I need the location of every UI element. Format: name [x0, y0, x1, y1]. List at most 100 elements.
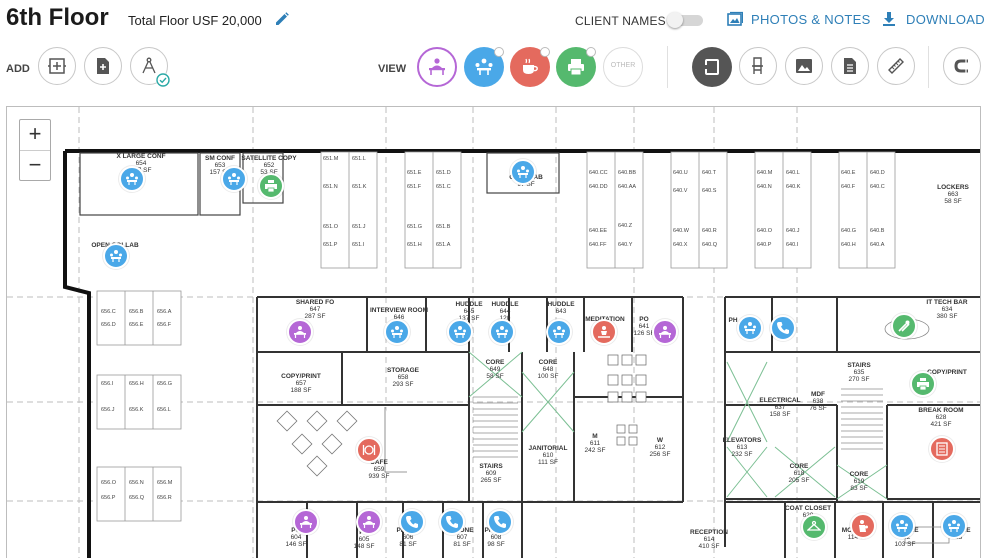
room-618[interactable]: CORE 618 205 SF [781, 463, 817, 484]
download-icon[interactable] [881, 11, 897, 27]
room-645[interactable]: HUDDLE 645 137 SF [449, 301, 489, 322]
room-sf: 81 SF [399, 541, 417, 548]
meeting-table-icon [553, 326, 565, 338]
meeting-pin[interactable] [221, 166, 247, 192]
room-643[interactable]: HUDDLE 643 [543, 301, 579, 315]
view-support-button[interactable] [556, 47, 596, 87]
image-view-button[interactable] [785, 47, 823, 85]
room-610[interactable]: JANITORIAL 610 111 SF [525, 445, 571, 466]
desk-label: 651.L [352, 156, 366, 162]
room-611[interactable]: M 611 242 SF [581, 433, 609, 454]
room-sf: 270 SF [848, 376, 870, 383]
meeting-table-icon [475, 58, 493, 75]
notes-view-button[interactable] [831, 47, 869, 85]
room-633[interactable]: COPY/PRINT [921, 369, 973, 376]
workspace-pin[interactable] [356, 509, 382, 535]
room-647[interactable]: SHARED FO 647 287 SF [285, 299, 345, 320]
room-607[interactable]: PHONE 607 81 SF [445, 527, 479, 548]
room-653[interactable]: SM CONF 653 157 SF [198, 155, 242, 176]
view-other-button[interactable]: OTHER [603, 47, 643, 87]
room-612[interactable]: W 612 256 SF [645, 437, 675, 458]
room-phone-right[interactable]: PH [725, 317, 741, 324]
room-628[interactable]: BREAK ROOM 628 421 SF [915, 407, 967, 428]
room-sf: 137 SF [458, 315, 480, 322]
phone-pin[interactable] [487, 509, 513, 535]
desk-label: 640.T [702, 170, 717, 176]
meeting-pin[interactable] [447, 319, 473, 345]
add-room-button[interactable] [38, 47, 76, 85]
room-635[interactable]: STAIRS 635 270 SF [837, 362, 881, 383]
room-609[interactable]: STAIRS 609 265 SF [469, 463, 513, 484]
snap-button[interactable] [943, 47, 981, 85]
workspace-pin[interactable] [652, 319, 678, 345]
photos-notes-link[interactable]: PHOTOS & NOTES [751, 12, 871, 27]
cafe-pin[interactable] [356, 437, 382, 463]
coat-closet-pin[interactable] [801, 514, 827, 540]
meeting-pin[interactable] [941, 513, 967, 539]
room-number: 654 [135, 160, 147, 167]
download-link[interactable]: DOWNLOAD [906, 12, 985, 27]
room-658[interactable]: STORAGE 658 293 SF [379, 367, 427, 388]
room-644[interactable]: HUDDLE 644 120 [487, 301, 523, 322]
zoom-out-button[interactable]: − [20, 150, 50, 180]
room-613[interactable]: ELEVATORS 613 232 SF [719, 437, 765, 458]
meeting-pin[interactable] [489, 319, 515, 345]
meeting-pin[interactable] [510, 159, 536, 185]
check-badge [156, 73, 170, 87]
add-document-button[interactable] [84, 47, 122, 85]
workspace-pin[interactable] [287, 319, 313, 345]
copy-pin[interactable] [258, 173, 284, 199]
view-meeting-button[interactable] [464, 47, 504, 87]
room-sf: 939 SF [368, 473, 390, 480]
photos-icon[interactable] [727, 11, 743, 27]
client-names-toggle[interactable] [667, 12, 705, 28]
meeting-pin[interactable] [384, 319, 410, 345]
phone-pin[interactable] [439, 509, 465, 535]
zoom-in-button[interactable]: + [28, 121, 42, 146]
meeting-table-icon [110, 250, 122, 262]
toggle-knob [667, 12, 683, 28]
room-outline-icon [704, 59, 719, 75]
room-641[interactable]: PO 641 126 SF [633, 316, 655, 337]
room-638[interactable]: MDF 638 76 SF [805, 391, 831, 412]
room-646[interactable]: INTERVIEW ROOM 646 [369, 307, 429, 321]
view-workspace-button[interactable] [417, 47, 457, 87]
room-619[interactable]: CORE 619 83 SF [841, 471, 877, 492]
measure-button[interactable] [877, 47, 915, 85]
meeting-pin[interactable] [546, 319, 572, 345]
workspace-pin[interactable] [293, 509, 319, 535]
meeting-pin[interactable] [889, 513, 915, 539]
desk-label: 656.P [101, 495, 116, 501]
room-659[interactable]: CAFE 659 939 SF [360, 459, 398, 480]
break-room-pin[interactable] [929, 436, 955, 462]
room-614[interactable]: RECEPTION 614 410 SF [685, 529, 733, 550]
room-number: 612 [654, 444, 666, 451]
room-sf: 98 SF [487, 541, 505, 548]
pencil-icon[interactable] [274, 11, 290, 27]
room-name: INTERVIEW ROOM [369, 307, 429, 314]
view-amenity-button[interactable] [510, 47, 550, 87]
meditation-pin[interactable] [591, 319, 617, 345]
room-649[interactable]: CORE 649 58 SF [475, 359, 515, 380]
desk-label: 656.R [157, 495, 172, 501]
room-663[interactable]: LOCKERS 663 58 SF [929, 184, 977, 205]
room-652[interactable]: SATELLITE COPY 652 53 SF [237, 155, 301, 176]
meeting-pin[interactable] [119, 166, 145, 192]
walls-view-button[interactable] [692, 47, 732, 87]
meeting-pin[interactable] [737, 315, 763, 341]
room-648[interactable]: CORE 648 100 SF [528, 359, 568, 380]
add-drafting-button[interactable] [130, 47, 170, 87]
desk-label: 656.D [101, 322, 116, 328]
mothers-room-pin[interactable] [850, 513, 876, 539]
room-637[interactable]: ELECTRICAL 637 158 SF [755, 397, 805, 418]
room-634[interactable]: IT TECH BAR 634 380 SF [923, 299, 971, 320]
phone-pin[interactable] [770, 315, 796, 341]
meeting-pin[interactable] [103, 243, 129, 269]
room-657[interactable]: COPY/PRINT 657 188 SF [275, 373, 327, 394]
floor-plan-canvas[interactable]: + − X LARGE CONF 654 317 SF SM CONF 653 … [6, 106, 981, 558]
desk-label: 651.G [407, 224, 422, 230]
tech-bar-pin[interactable] [891, 313, 917, 339]
phone-pin[interactable] [399, 509, 425, 535]
furniture-view-button[interactable] [739, 47, 777, 85]
copy-print-pin[interactable] [910, 371, 936, 397]
